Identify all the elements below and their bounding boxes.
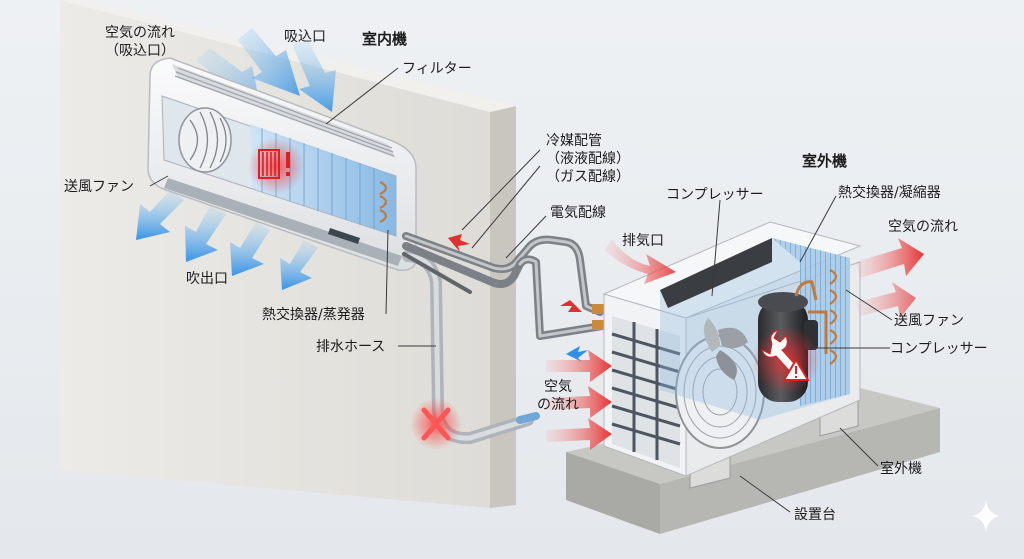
wrench-icon <box>752 326 820 394</box>
label-indoor-unit: 室内機 <box>362 30 408 48</box>
label-air-flow-intake-line2: （吸込口） <box>105 43 175 59</box>
label-outlet: 吹出口 <box>186 271 228 287</box>
label-indoor-hx: 熱交換器/蒸発器 <box>262 307 365 323</box>
label-outdoor-unit: 室外機 <box>802 152 848 170</box>
label-air-flow-intake-line1: 空気の流れ <box>105 25 175 41</box>
label-refrigerant-pipe: 冷媒配管 （液液配線） （ガス配線） <box>546 132 642 186</box>
label-refrigerant-pipe-line1: 冷媒配管 <box>546 133 602 149</box>
pipe-fittings <box>592 304 606 330</box>
filter-warning-icon <box>248 138 304 194</box>
label-outdoor-unit-bottom: 室外機 <box>880 461 922 477</box>
label-air-flow-intake: 空気の流れ （吸込口） <box>92 24 188 60</box>
label-mount-base: 設置台 <box>794 507 836 523</box>
label-indoor-fan: 送風ファン <box>64 179 134 195</box>
label-outdoor-hx: 熱交換器/凝縮器 <box>838 185 941 201</box>
outdoor-unit <box>602 221 862 489</box>
label-air-flow-lower-line2: の流れ <box>537 397 579 413</box>
label-compressor-top: コンプレッサー <box>666 187 764 203</box>
label-air-flow-lower: 空気 の流れ <box>536 378 580 414</box>
refrigerant-flow-arrows <box>448 234 588 362</box>
blocked-drain-icon <box>410 398 462 450</box>
warning-icon <box>782 358 810 381</box>
label-filter: フィルター <box>402 61 472 77</box>
label-exhaust: 排気口 <box>622 233 664 249</box>
outlet-air-arrows <box>136 190 318 290</box>
leader-lines <box>149 67 893 513</box>
label-refrigerant-pipe-line2: （液液配線） <box>546 151 630 167</box>
front-grille <box>611 316 681 468</box>
label-intake: 吸込口 <box>284 29 326 45</box>
outdoor-fan-blades <box>703 318 748 380</box>
label-air-flow-lower-line1: 空気 <box>544 379 572 395</box>
label-outdoor-fan: 送風ファン <box>894 313 964 329</box>
label-electric-wiring: 電気配線 <box>550 205 606 221</box>
label-drain-hose: 排水ホース <box>316 339 386 355</box>
label-refrigerant-pipe-line3: （ガス配線） <box>546 169 630 185</box>
label-air-flow-right: 空気の流れ <box>888 219 958 235</box>
hot-air-arrows <box>546 238 924 450</box>
refrigerant-pipes <box>402 232 606 340</box>
sparkle-icon <box>972 500 1000 532</box>
label-compressor-right: コンプレッサー <box>890 341 988 357</box>
